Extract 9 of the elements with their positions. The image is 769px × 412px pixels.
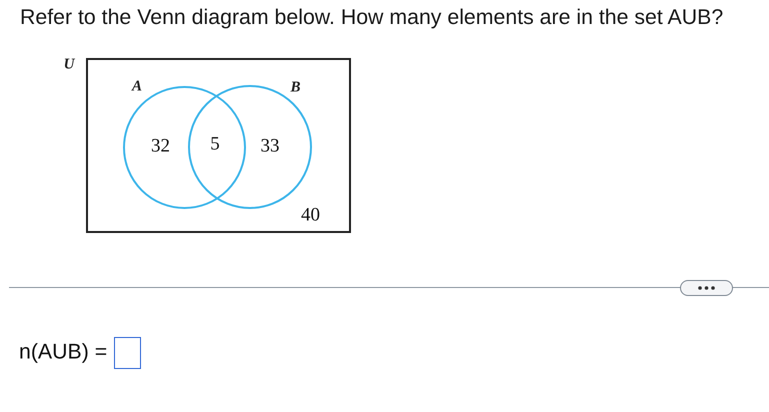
region-count: 5 <box>210 134 220 154</box>
answer-label: n(AUB) = <box>19 341 108 363</box>
universal-set-label: U <box>64 58 74 72</box>
region-count: 32 <box>151 136 170 156</box>
question-text: Refer to the Venn diagram below. How many elements are in the set AUB? <box>20 5 724 29</box>
set-label: A <box>132 80 142 94</box>
region-count: 40 <box>301 206 320 224</box>
set-label: B <box>290 80 300 95</box>
region-count: 33 <box>260 136 280 156</box>
